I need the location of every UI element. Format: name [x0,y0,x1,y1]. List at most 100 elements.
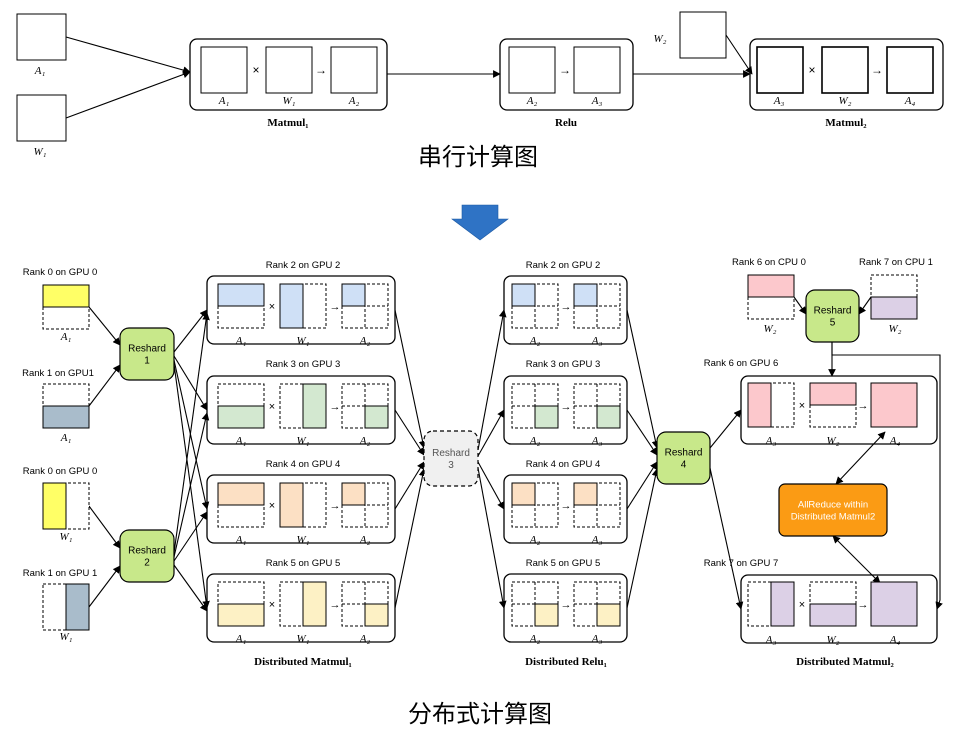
dist-input-a1-rank0-shard [42,284,90,308]
dist-input-w1-rank0-shard [42,482,67,530]
drelu-arrow-1: → [561,401,572,413]
serial-relu-a3 [573,46,621,94]
dmatmul1-a1-shard-0 [217,283,265,307]
dmatmul1-arrow-3: → [330,599,341,611]
dmatmul2-label: Distributed Matmul₂ [796,656,894,668]
dmatmul2-w2-label-1: W₂ [827,634,840,646]
serial-matmul2-label: Matmul₂ [825,117,867,129]
serial-matmul1-a1: A₁ [218,95,230,107]
dmatmul1-w1-label-2: W₁ [297,534,310,546]
input-rank-6-cpu0: Rank 6 on CPU 0 [732,257,806,268]
serial-matmul1-w1 [265,46,313,94]
serial-matmul1-times: × [252,63,259,77]
serial-input-a1 [16,13,67,61]
drelu-rank-4: Rank 4 on GPU 4 [526,459,600,470]
drelu-a3-label-0: A₃ [591,335,603,347]
dmatmul1-a1-label-0: A₁ [235,335,247,347]
serial-input-a1-label: A₁ [34,65,46,77]
dmatmul2-arrow-1: → [858,599,869,611]
arrow-a1-to-matmul1 [65,36,191,74]
drelu-arrow-3: → [561,599,572,611]
arrow-reshard1-to-mm1-1 [173,355,208,411]
dmatmul2-a3-shard-1 [770,581,795,627]
dmatmul1-rank-4: Rank 4 on GPU 4 [266,459,340,470]
dmatmul2-times-0: × [799,400,805,412]
arrow-mm1-to-reshard3-3 [394,468,427,609]
dmatmul1-times-0: × [269,301,275,313]
arrow-relu-to-reshard4-0 [626,309,660,449]
dmatmul2-a3-shard-0 [747,382,772,428]
dmatmul2-w2-shard-1 [809,603,857,627]
drelu-arrow-2: → [561,500,572,512]
dmatmul1-label: Distributed Matmul₁ [254,656,352,668]
drelu-shard-3-0 [534,603,559,627]
dmatmul1-times-3: × [269,599,275,611]
drelu-a2-label-0: A₂ [529,335,541,347]
arrow-reshard2-to-mm1-2 [173,511,208,562]
dmatmul1-a1-shard-3 [217,603,265,627]
arrow-reshard3-to-relu-3 [477,467,507,609]
dmatmul2-container-0 [740,375,938,445]
arrow-reshard1-to-mm1-0 [173,309,208,353]
allreduce-box [778,483,888,537]
serial-matmul1-a2: A₂ [348,95,360,107]
dmatmul1-a1-label-1: A₁ [235,435,247,447]
serial-matmul1-container [189,38,388,111]
arrow-w2cpu0-reshard5 [793,296,807,315]
dmatmul2-container-1 [740,574,938,644]
arrow-relu-to-reshard4-3 [626,468,660,609]
dmatmul2-w2-label-0: W₂ [827,435,840,447]
input-rank-0-a1: Rank 0 on GPU 0 [23,267,97,278]
dmatmul2-a4-0 [870,382,918,428]
serial-matmul2-times: × [808,63,815,77]
serial-matmul1-a2 [330,46,378,94]
dmatmul1-w1-shard-1 [302,383,327,429]
drelu-container-0 [503,275,628,345]
drelu-a2-label-3: A₂ [529,633,541,645]
dmatmul1-container-1 [206,375,396,445]
arrow-reshard3-to-relu-2 [477,461,505,510]
serial-relu-a2 [508,46,556,94]
big-down-arrow [451,204,509,241]
dmatmul1-arrow-1: → [330,401,341,413]
dmatmul2-a3-label-1: A₃ [765,634,777,646]
arrow-a1r0-reshard1 [88,306,121,346]
serial-matmul2-w2 [821,46,869,94]
dist-input-w1-rank1-shard [65,583,90,631]
input-rank-7-cpu1: Rank 7 on CPU 1 [859,257,933,268]
drelu-rank-3: Rank 3 on GPU 3 [526,359,600,370]
dmatmul1-a2-shard-3 [364,603,389,627]
reshard-1 [119,327,175,381]
serial-relu-container [499,38,634,111]
dmatmul2-times-1: × [799,599,805,611]
arrow-mm1-to-reshard3-1 [394,409,425,456]
arrow-w2cpu1-reshard5 [858,296,872,315]
drelu-a2-label-2: A₂ [529,534,541,546]
serial-relu-label: Relu [555,117,577,129]
dmatmul2-rank-7: Rank 7 on GPU 7 [704,558,778,569]
dmatmul2-a4-label-0: A₄ [889,435,901,447]
drelu-a3-label-2: A₃ [591,534,603,546]
serial-matmul2-container [749,38,944,111]
drelu-rank-2: Rank 2 on GPU 2 [526,260,600,271]
arrow-reshard5-to-rank7 [831,342,943,610]
dmatmul1-container-3 [206,573,396,643]
reshard-5 [805,289,860,343]
drelu-shard-3-1 [596,603,621,627]
dmatmul1-a2-shard-1 [364,405,389,429]
input-w2-rank6-label: W₂ [764,323,777,335]
arrow-relu-to-reshard4-2 [626,461,658,510]
arrow-reshard2-to-mm1-1 [173,412,210,558]
dmatmul1-a1-shard-1 [217,405,265,429]
input-rank-0-w1: Rank 0 on GPU 0 [23,466,97,477]
drelu-a2-label-1: A₂ [529,435,541,447]
dmatmul1-arrow-2: → [330,500,341,512]
arrow-reshard2-to-mm1-0 [173,312,210,554]
dmatmul1-container-2 [206,474,396,544]
arrow-reshard3-to-relu-1 [477,409,505,457]
